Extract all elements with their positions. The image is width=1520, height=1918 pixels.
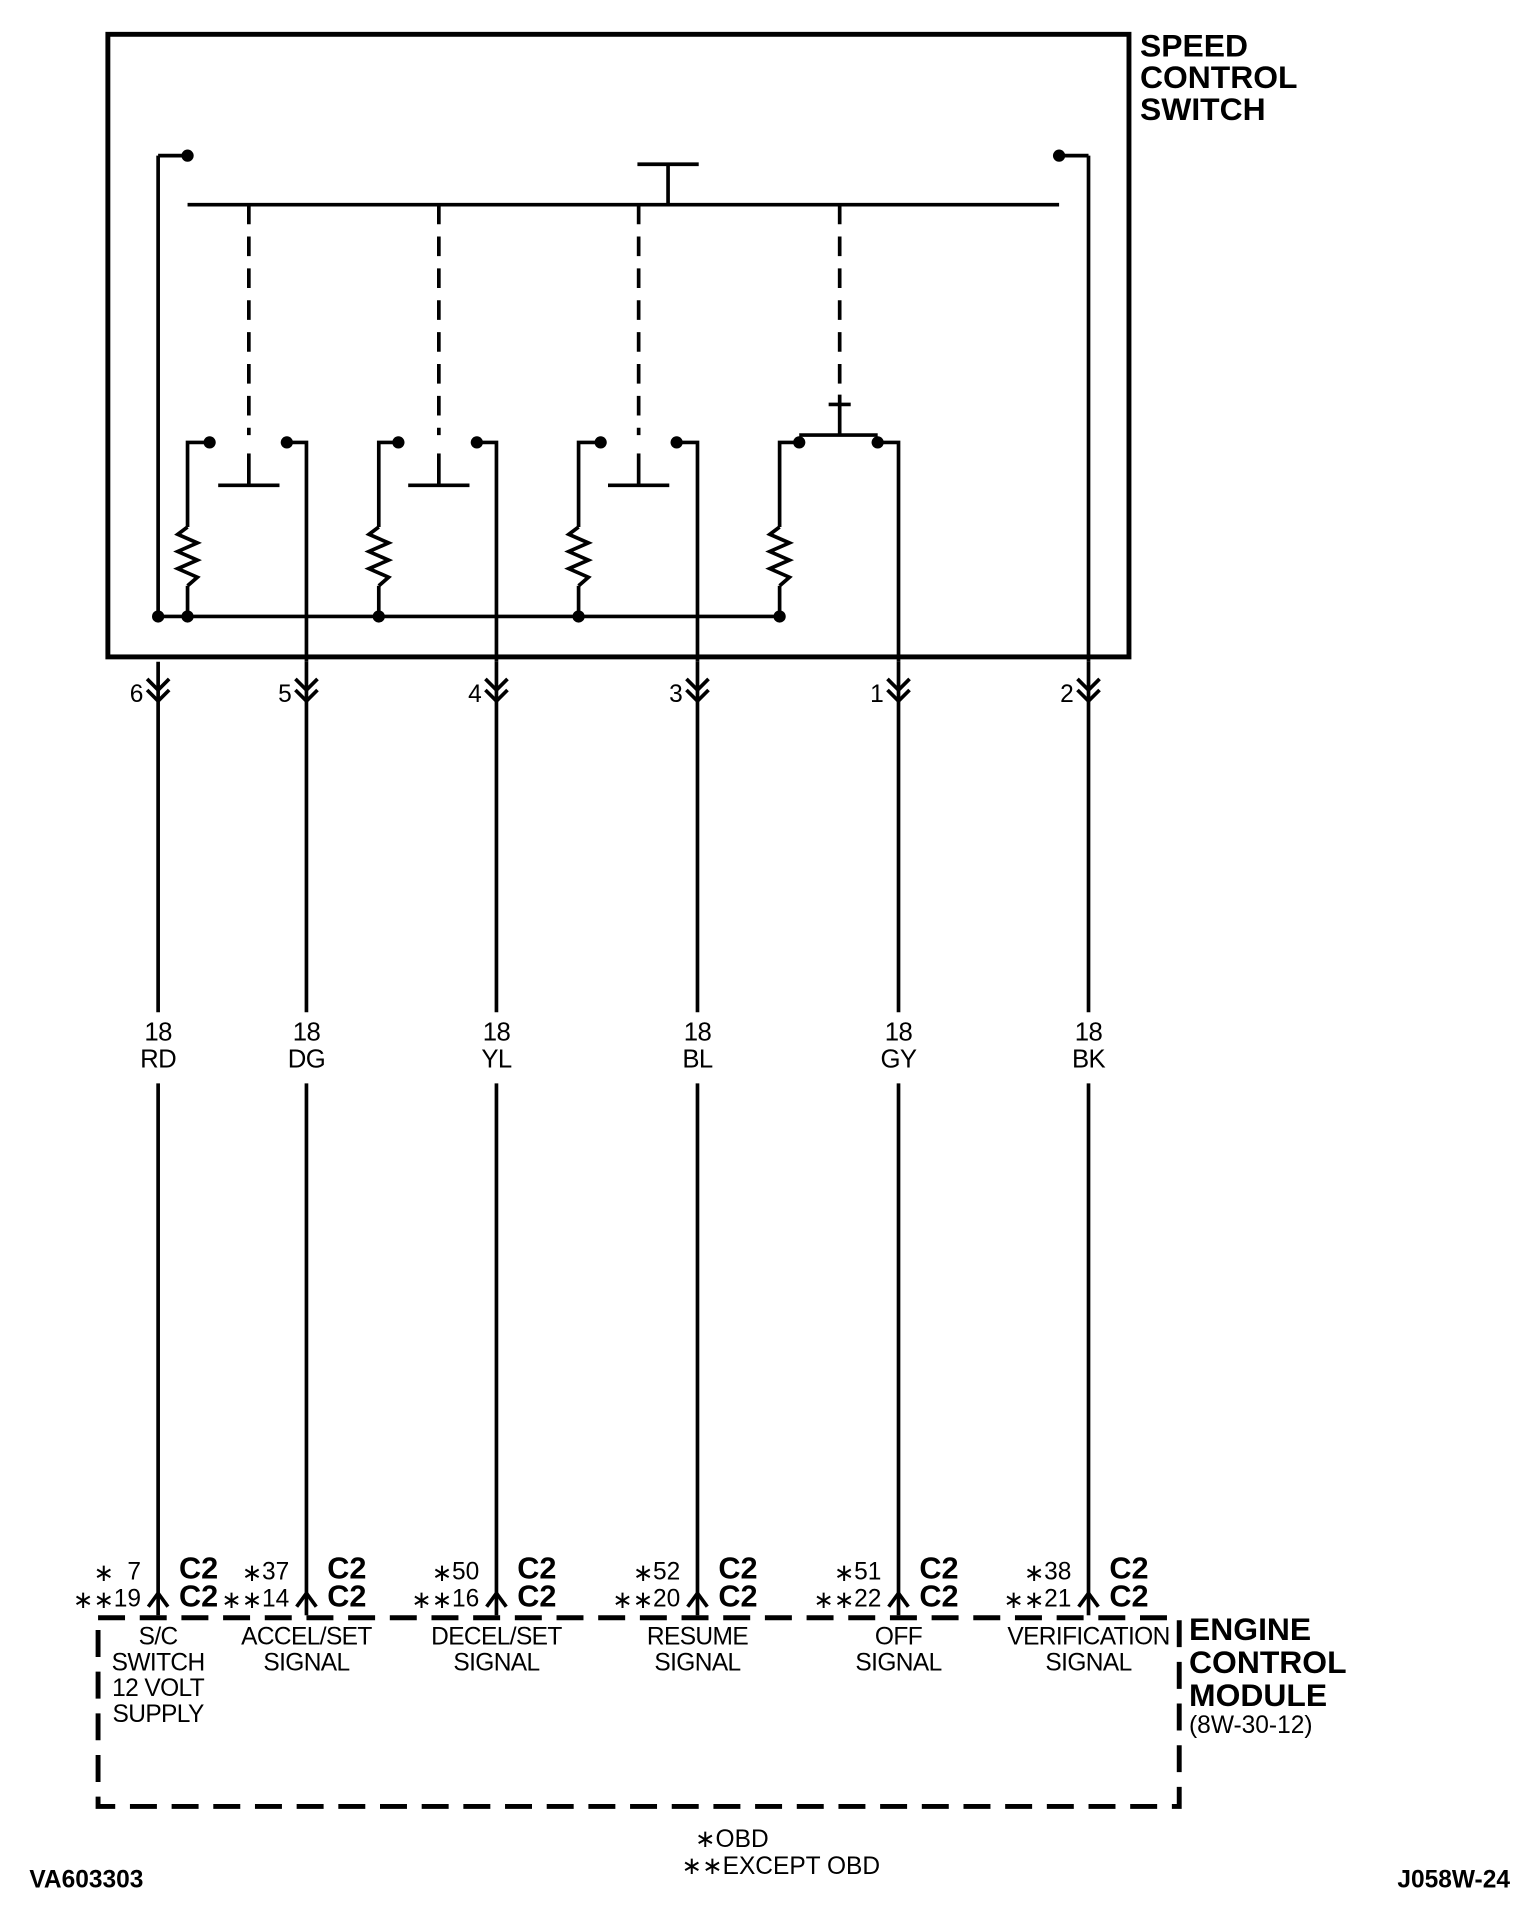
switch-internal-circuit: [156, 153, 1091, 662]
ecm-signal-label: SIGNAL: [453, 1649, 539, 1676]
except-obd-stars: ∗∗: [813, 1587, 854, 1614]
speed-control-switch-title-2: CONTROL: [1140, 59, 1298, 95]
switch-connector-chevron: [685, 677, 710, 693]
footer-left-code: VA603303: [29, 1866, 143, 1893]
engine-control-module-title-3: MODULE: [1189, 1677, 1327, 1713]
switch-connector-chevron: [1076, 688, 1101, 704]
ecm-signal-label: SIGNAL: [654, 1649, 740, 1676]
ecm-signal-label: OFF: [875, 1624, 922, 1651]
ecm-signal-label: SUPPLY: [113, 1701, 204, 1728]
switch-pin-number: 2: [1060, 681, 1074, 708]
switch-pin-number: 3: [669, 681, 683, 708]
obd-star: ∗: [633, 1560, 654, 1587]
wire-color: DG: [288, 1045, 325, 1073]
ecm-signal-label: S/C: [139, 1624, 178, 1651]
wire-color: GY: [881, 1045, 917, 1073]
wire-color: RD: [140, 1045, 176, 1073]
obd-star: ∗: [1024, 1560, 1045, 1587]
ecm-signal-label: SIGNAL: [1045, 1649, 1131, 1676]
connector-except-obd: C2: [1109, 1580, 1148, 1614]
wire-color: YL: [481, 1045, 512, 1073]
ecm-signal-label: ACCEL/SET: [241, 1624, 372, 1651]
switch-connector-chevron: [294, 677, 319, 693]
connector-except-obd: C2: [179, 1580, 218, 1614]
engine-control-module-title-2: CONTROL: [1189, 1644, 1347, 1680]
wire-gauge: 18: [293, 1019, 321, 1047]
except-obd-pin: 16: [452, 1586, 479, 1613]
wire-gauge: 18: [483, 1019, 511, 1047]
switch-connector-chevron: [294, 688, 319, 704]
connector-obd: C2: [1109, 1552, 1148, 1586]
except-obd-stars: ∗∗: [411, 1587, 452, 1614]
engine-control-module-title-1: ENGINE: [1189, 1611, 1311, 1647]
except-obd-pin: 20: [653, 1586, 680, 1613]
connector-except-obd: C2: [517, 1580, 556, 1614]
switch-connector-chevron: [685, 688, 710, 704]
ecm-signal-label: VERIFICATION: [1007, 1624, 1169, 1651]
speed-control-switch-title-3: SWITCH: [1140, 91, 1266, 127]
obd-star: ∗: [834, 1560, 855, 1587]
wire-gauge: 18: [684, 1019, 712, 1047]
connector-except-obd: C2: [919, 1580, 958, 1614]
except-obd-pin: 21: [1044, 1586, 1071, 1613]
switch-connector-chevron: [1076, 677, 1101, 693]
speed-control-switch-title-1: SPEED: [1140, 27, 1248, 63]
ecm-signal-label: RESUME: [647, 1624, 748, 1651]
switch-connector-chevron: [886, 688, 911, 704]
engine-control-module-reference: (8W-30-12): [1189, 1712, 1312, 1739]
obd-star: ∗: [432, 1560, 453, 1587]
wire-gauge: 18: [885, 1019, 913, 1047]
ecm-signal-label: DECEL/SET: [431, 1624, 562, 1651]
engine-control-module-box: [95, 1615, 1182, 1809]
except-obd-stars: ∗∗: [221, 1587, 262, 1614]
switch-junction-dots: [152, 149, 1066, 623]
switch-pin-number: 5: [278, 681, 292, 708]
switch-pin-number: 4: [468, 681, 482, 708]
wire-gauge: 18: [144, 1019, 172, 1047]
except-obd-stars: ∗∗: [1003, 1587, 1044, 1614]
ecm-signal-label: SWITCH: [112, 1649, 205, 1676]
except-obd-pin: 22: [854, 1586, 881, 1613]
obd-pin: 50: [452, 1559, 479, 1586]
switch-connector-chevron: [145, 688, 171, 704]
switch-connector-chevron: [886, 677, 911, 693]
wire-color: BK: [1072, 1045, 1106, 1073]
obd-pin: 37: [262, 1559, 289, 1586]
switch-pin-number: 1: [870, 681, 884, 708]
obd-pin: 51: [854, 1559, 881, 1586]
switch-connector-chevron: [145, 677, 171, 693]
connector-obd: C2: [327, 1552, 366, 1586]
obd-pin: 52: [653, 1559, 680, 1586]
wire-color: BL: [682, 1045, 713, 1073]
connector-obd: C2: [718, 1552, 757, 1586]
wire-gauge: 18: [1075, 1019, 1103, 1047]
ecm-signal-label: SIGNAL: [855, 1649, 941, 1676]
obd-pin: 7: [127, 1559, 141, 1586]
except-obd-stars: ∗∗: [612, 1587, 653, 1614]
connector-obd: C2: [179, 1552, 218, 1586]
connector-except-obd: C2: [718, 1580, 757, 1614]
connector-obd: C2: [517, 1552, 556, 1586]
switch-connector-chevron: [484, 677, 509, 693]
ecm-signal-label: 12 VOLT: [112, 1675, 205, 1702]
legend-obd: ∗OBD: [695, 1826, 769, 1853]
obd-star: ∗: [242, 1560, 263, 1587]
connector-obd: C2: [919, 1552, 958, 1586]
except-obd-stars: ∗∗: [73, 1587, 114, 1614]
except-obd-pin: 14: [262, 1586, 289, 1613]
switch-connector-chevron: [484, 688, 509, 704]
legend-except-obd: ∗∗EXCEPT OBD: [682, 1853, 881, 1880]
footer-right-code: J058W-24: [1397, 1866, 1510, 1893]
switch-pin-number: 6: [130, 681, 144, 708]
obd-star: ∗: [93, 1560, 114, 1587]
connector-except-obd: C2: [327, 1580, 366, 1614]
except-obd-pin: 19: [114, 1586, 141, 1613]
ecm-signal-label: SIGNAL: [263, 1649, 349, 1676]
obd-pin: 38: [1044, 1559, 1071, 1586]
speed-control-switch-box: [105, 31, 1132, 660]
